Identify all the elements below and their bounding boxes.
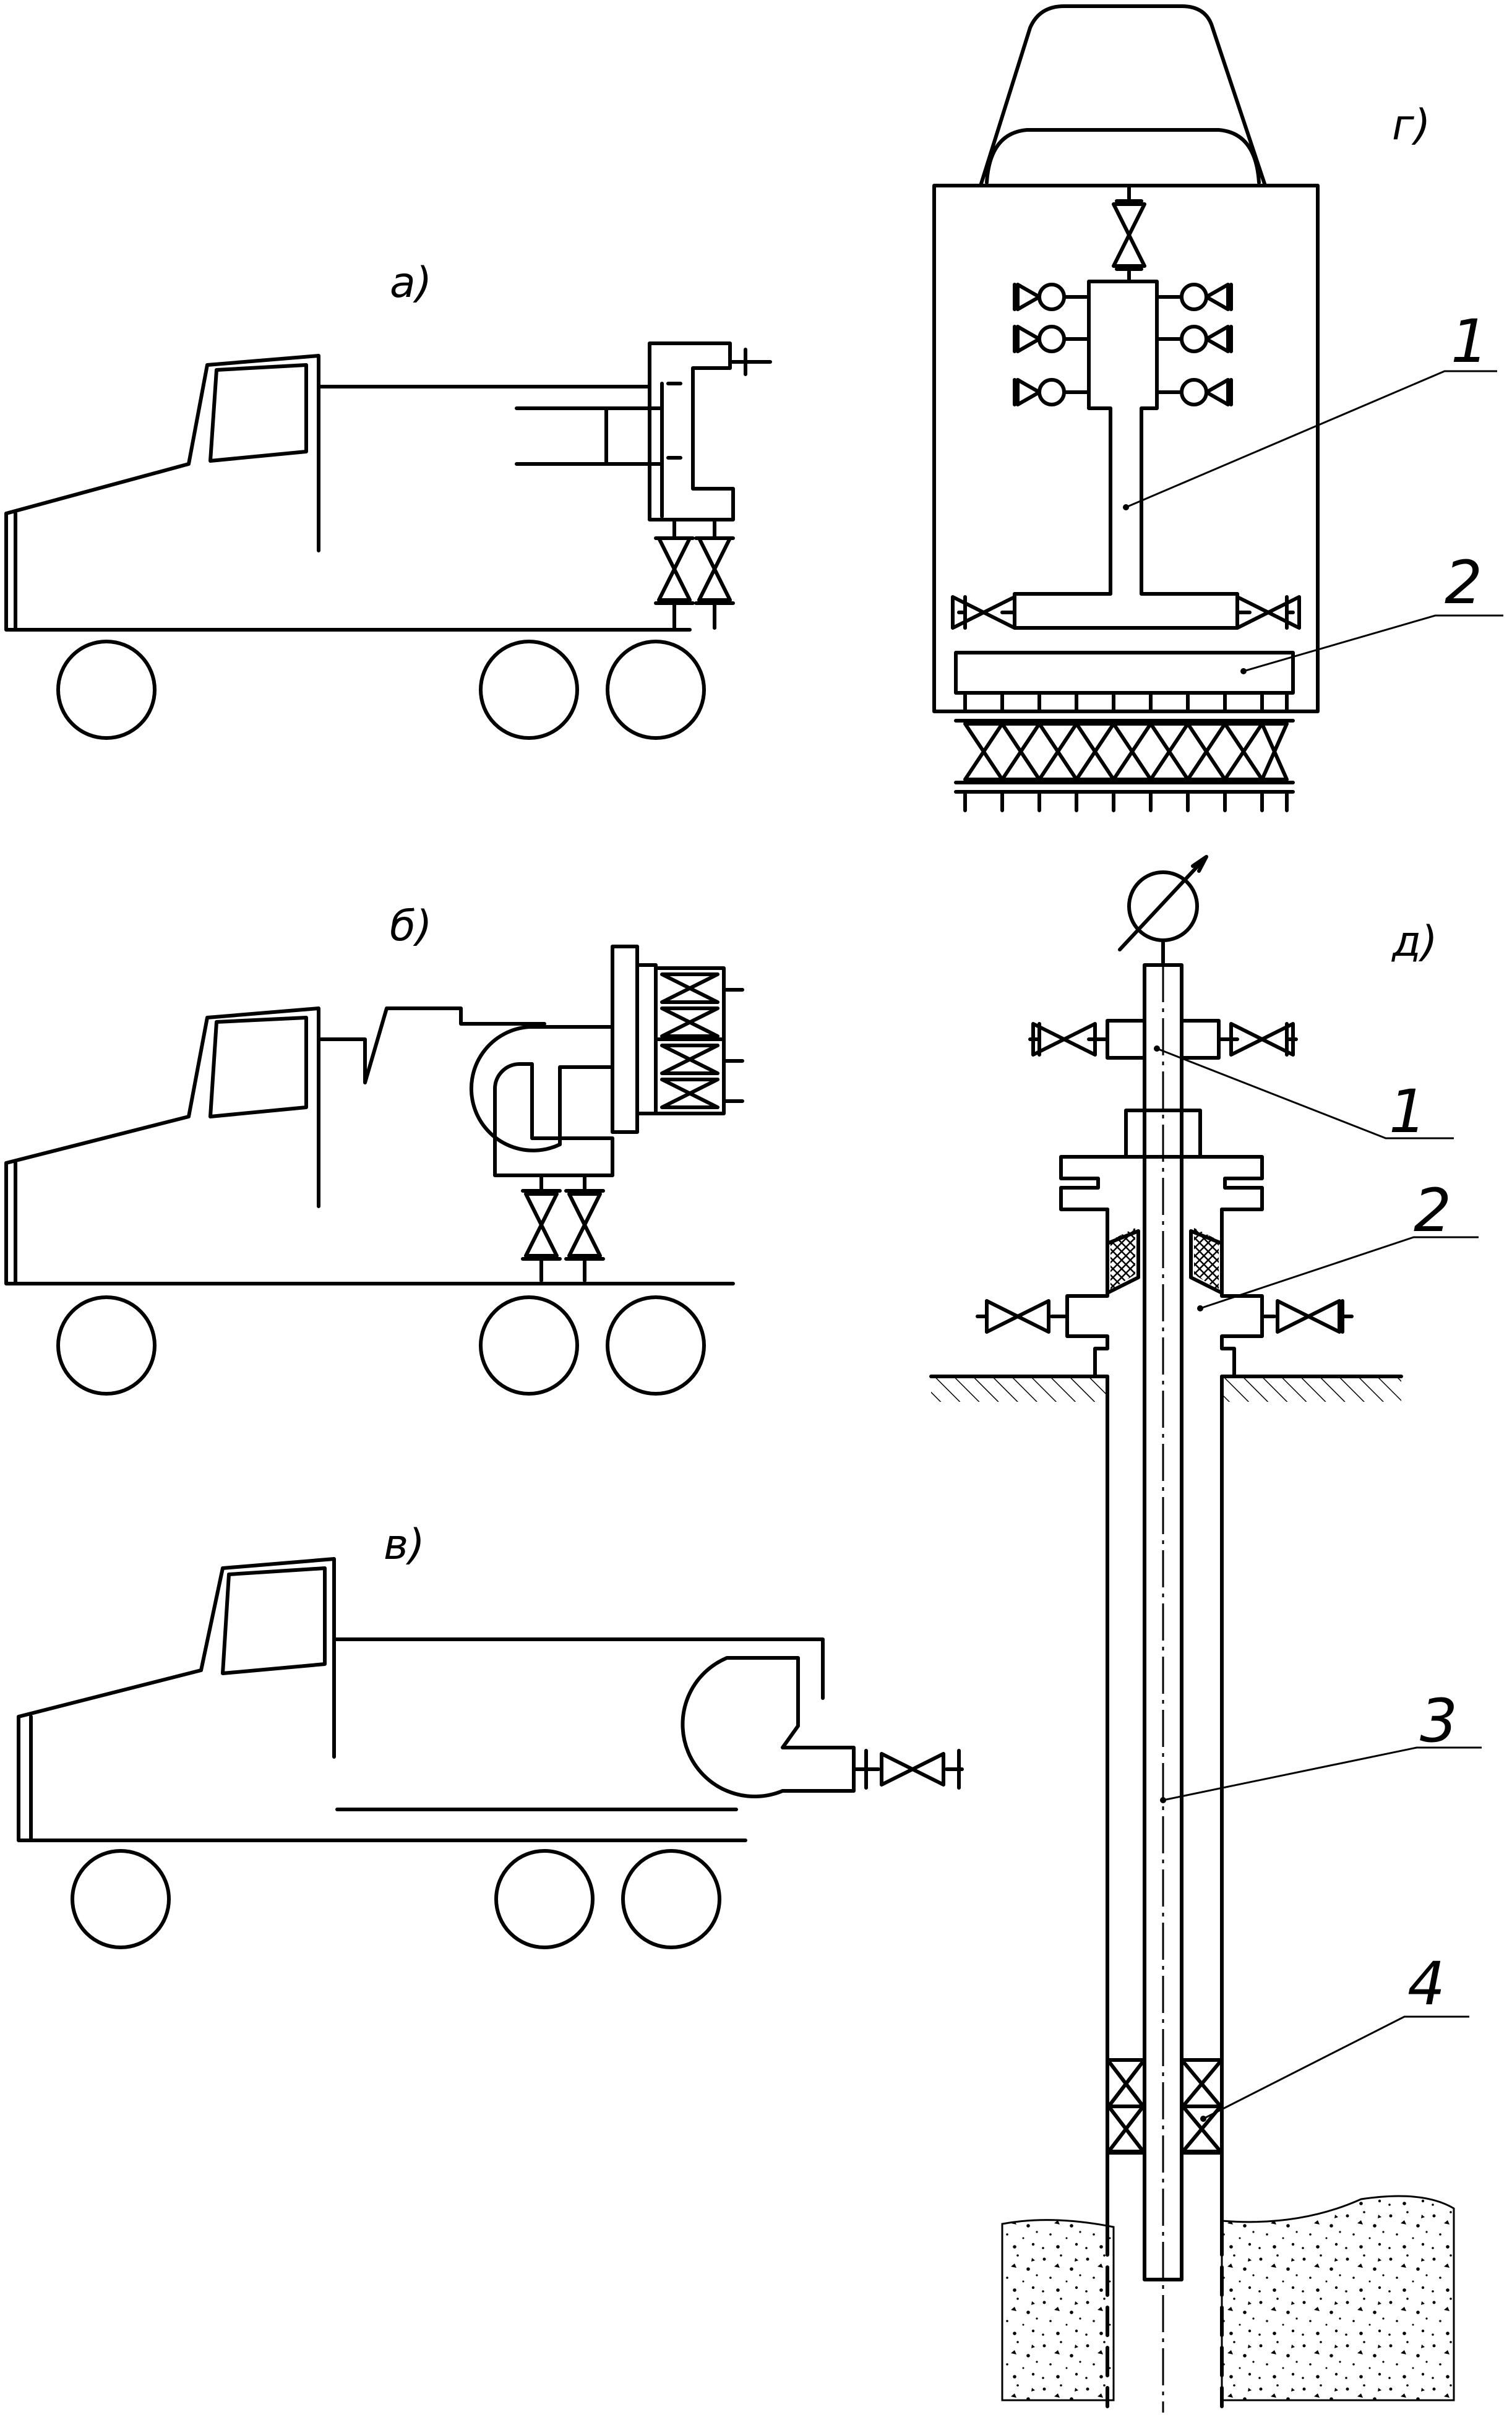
callout-leader [1200,1236,1479,1310]
panel-label-b: б) [390,902,432,951]
wheel [56,1295,157,1396]
wheel [56,640,157,740]
callout-leader [1156,1047,1454,1139]
panel-a-truck-pump: а) [4,259,772,740]
pump-cylinder [515,382,664,518]
valve-icon [659,538,690,600]
pump-outlet [728,348,772,376]
wheel [494,1849,595,1949]
panel-d-wellhead: д) [929,855,1482,2413]
cab-window [208,1016,308,1118]
callout-leader [1203,2015,1469,2120]
callout-leader [1243,614,1503,672]
panel-label-v: в) [384,1521,425,1569]
valve-icon [660,972,719,1109]
compressor-casing [469,1025,614,1152]
panel-g-manifold-block: г) [932,4,1503,812]
compressor-flange [611,945,658,1134]
wheel [479,640,579,740]
wheel [606,640,706,740]
tubing [1143,963,1183,2281]
panel-label-d: д) [1391,917,1438,966]
compressor-outlet-pipe [493,1062,614,1177]
check-valve-icon [1155,283,1233,406]
panel-v-truck-fan: в) [17,1521,964,1949]
truck-body [4,354,692,632]
ground-hatch [931,1378,1107,1402]
collector [954,651,1295,695]
valve-icon [882,1754,943,1785]
panel-b-truck-compressor: б) [4,902,744,1396]
callout-d-2: 2 [1414,1176,1451,1245]
cab-window [221,1566,327,1675]
truck-body [17,1557,825,1842]
valve-icon [1114,204,1145,266]
valve-icon [1033,1024,1095,1055]
wheel [71,1849,171,1949]
wheel [621,1849,721,1949]
callout-leader [1162,1746,1482,1801]
callout-leader [1125,370,1497,508]
callout-g-2: 2 [1445,548,1482,617]
packer [1106,2058,1224,2155]
check-valve-icon [1013,283,1091,406]
wellhead-flange [1059,1155,1264,1211]
pump-discharge-pipes [672,518,716,540]
valve-bank [954,691,1295,812]
valve-icon [1278,1301,1339,1332]
fan-casing [681,1656,856,1799]
pump-manifold [648,341,735,521]
callout-d-4: 4 [1407,1949,1445,2019]
panel-label-g: г) [1392,101,1430,150]
wheel [479,1295,579,1396]
valve-icon [526,1194,557,1256]
cab [979,4,1267,187]
callout-d-3: 3 [1420,1686,1458,1756]
callout-d-1: 1 [1389,1077,1427,1146]
panel-label-a: а) [390,259,432,307]
truck-body [4,1006,735,1285]
wheel [606,1295,706,1396]
soil-layer [1001,2219,1115,2401]
valve-icon [569,1194,600,1256]
valve-icon [699,538,730,600]
cab-window [208,363,308,463]
valve-icon [987,1301,1049,1332]
callout-g-1: 1 [1451,307,1488,376]
valve-icon [1231,1024,1293,1055]
